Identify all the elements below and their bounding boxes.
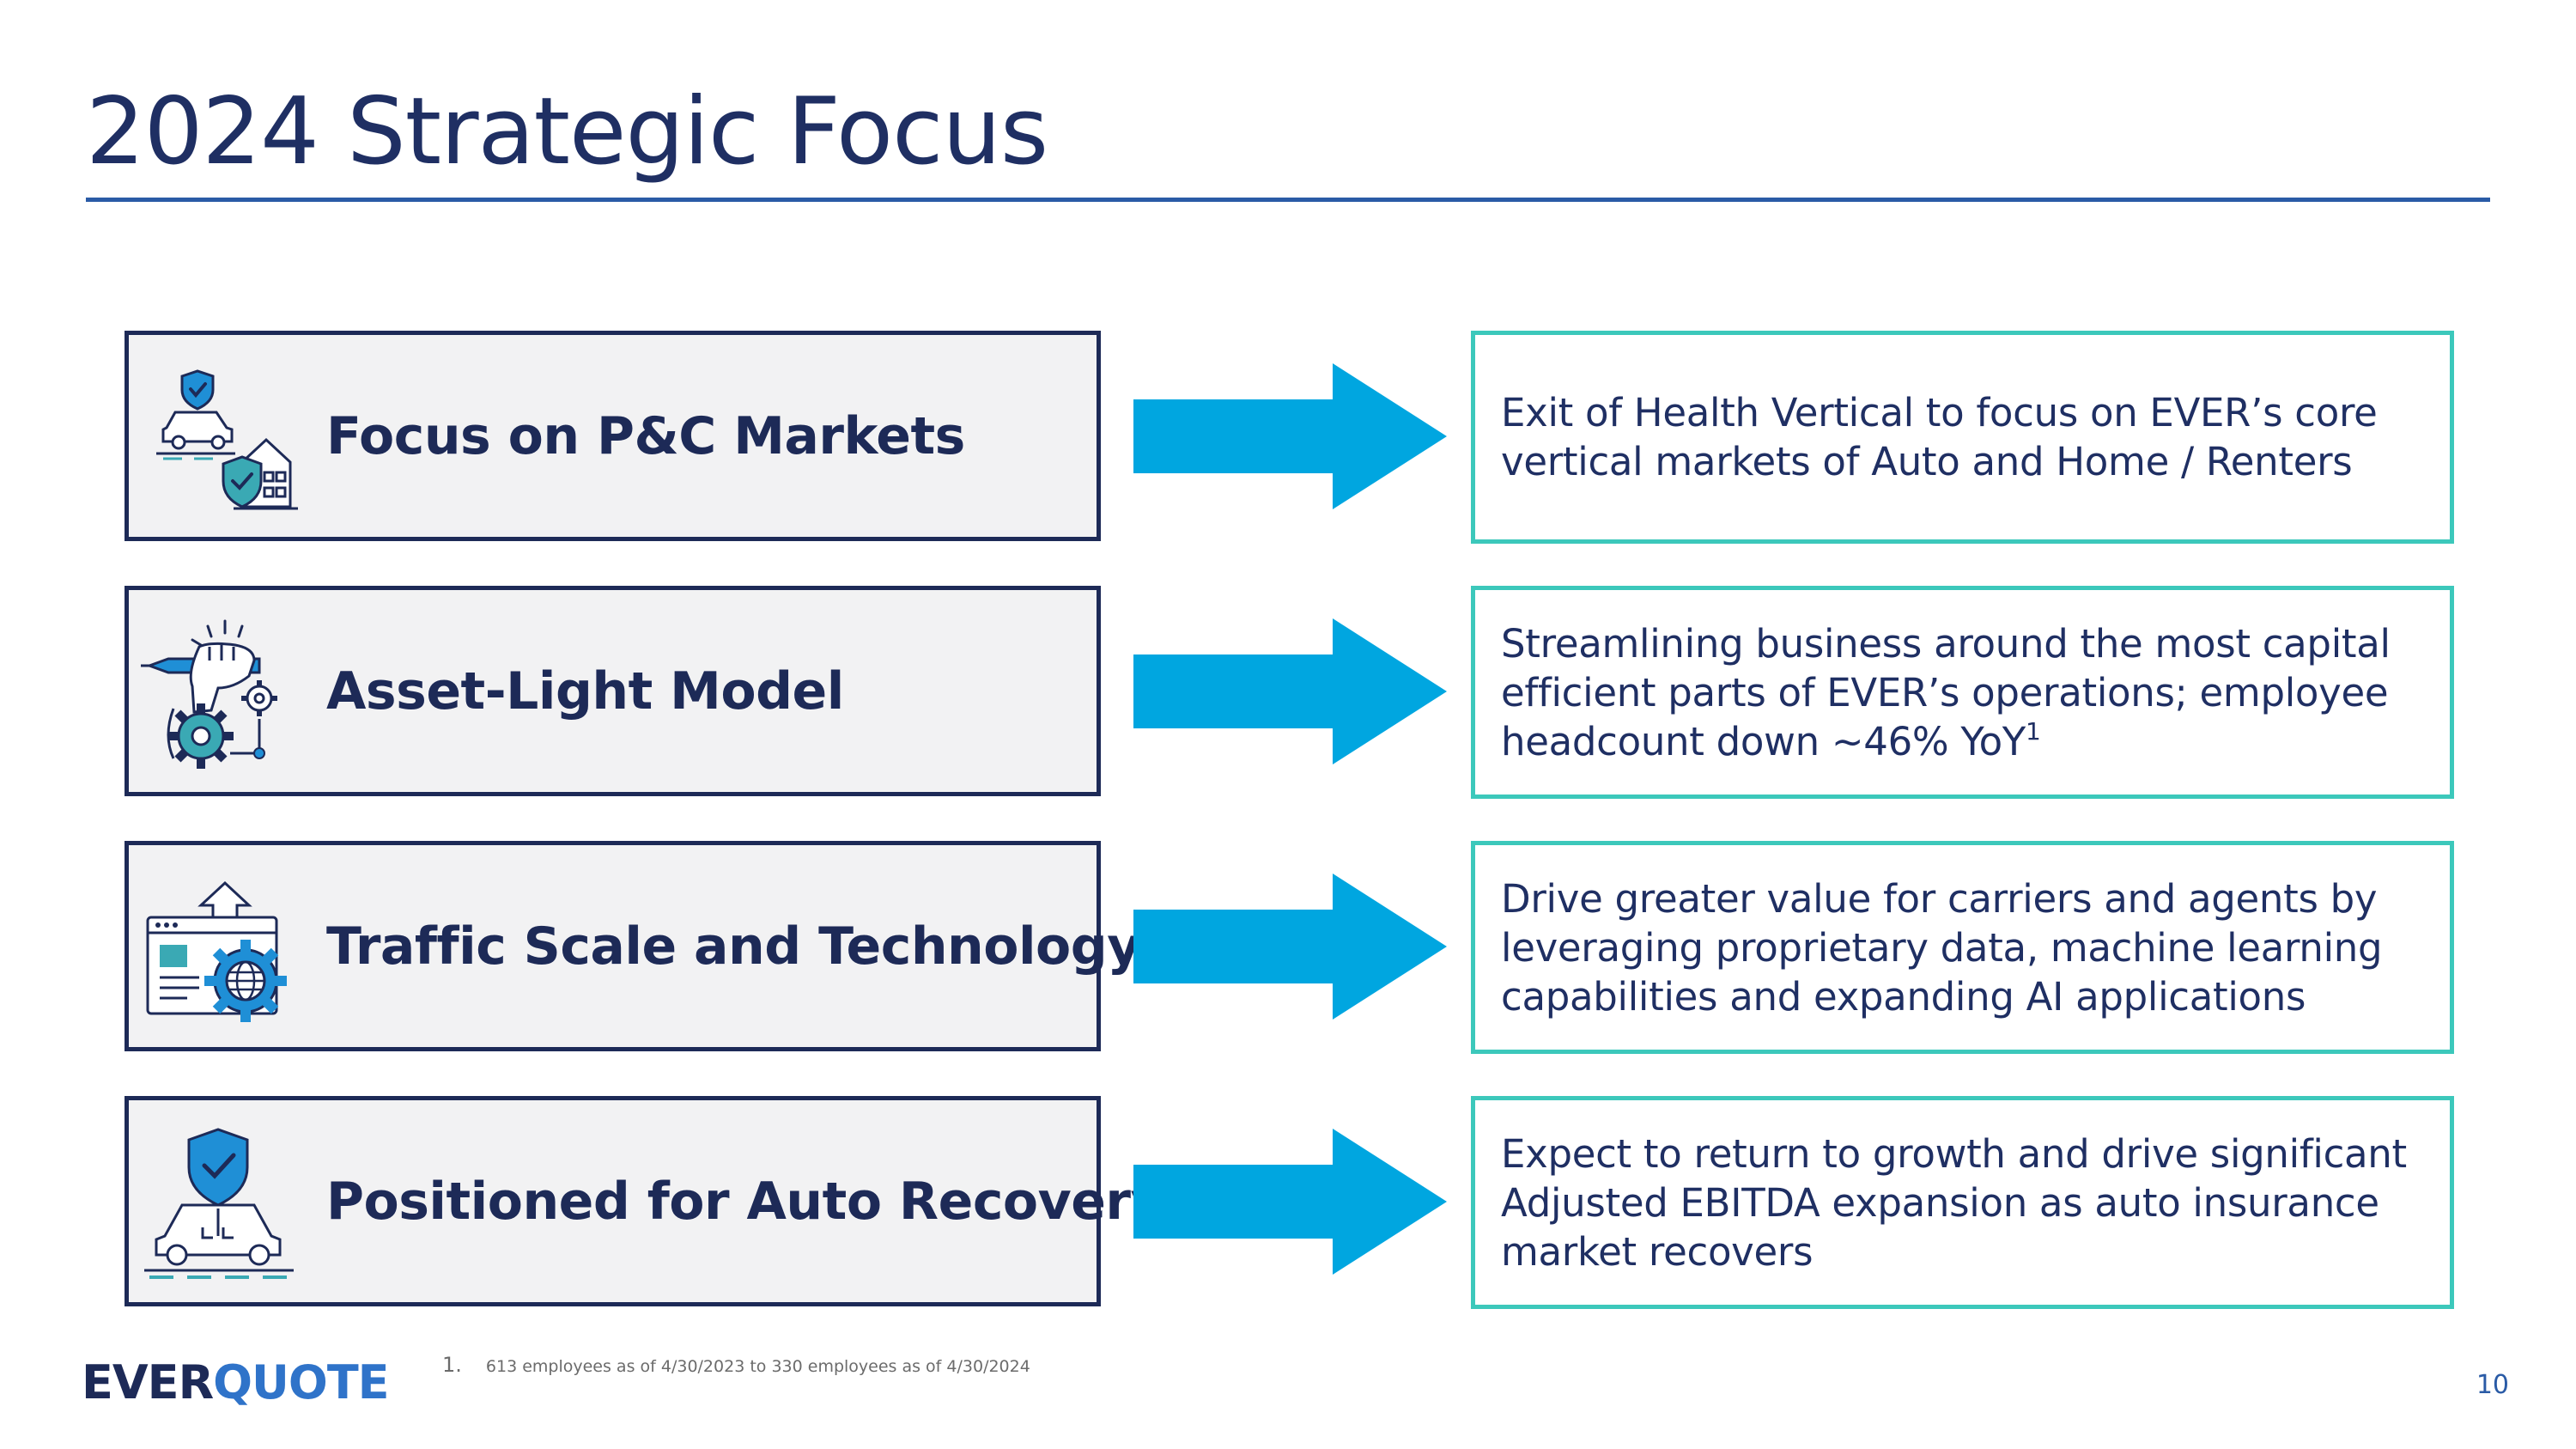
everquote-logo: EVERQUOTE: [82, 1355, 390, 1409]
page-title: 2024 Strategic Focus: [86, 78, 1048, 186]
description-box: Exit of Health Vertical to focus on EVER…: [1471, 331, 2454, 544]
footnote-text: 613 employees as of 4/30/2023 to 330 emp…: [485, 1357, 1030, 1376]
right-arrow-icon: [1133, 618, 1447, 764]
description-box: Expect to return to growth and drive sig…: [1471, 1096, 2454, 1309]
footnote-number: 1.: [442, 1353, 462, 1377]
pillar-label: Traffic Scale and Technology: [326, 916, 1140, 977]
logo-part-ever: EVER: [82, 1355, 214, 1409]
pillar-box: Asset-Light Model: [125, 586, 1101, 796]
page-number: 10: [2476, 1370, 2509, 1400]
pillar-label: Positioned for Auto Recovery: [326, 1171, 1164, 1232]
strategy-row-4: Positioned for Auto Recovery Expect to r…: [0, 1096, 2576, 1311]
hand-pen-gears-icon: [141, 619, 277, 769]
footnote-marker: 1: [2026, 716, 2041, 746]
footnote: 1. 613 employees as of 4/30/2023 to 330 e…: [442, 1353, 1030, 1377]
pillar-box: Traffic Scale and Technology: [125, 841, 1140, 1051]
pillar-label: Asset-Light Model: [326, 661, 844, 721]
car-shield-road-icon: [144, 1128, 294, 1279]
right-arrow-icon: [1133, 1129, 1447, 1275]
description-text: Streamlining business around the most ca…: [1501, 620, 2391, 764]
description-text: Drive greater value for carriers and age…: [1501, 875, 2383, 1020]
pillar-label: Focus on P&C Markets: [326, 405, 965, 466]
right-arrow-icon: [1133, 874, 1447, 1020]
description-text: Expect to return to growth and drive sig…: [1501, 1130, 2407, 1275]
logo-part-quote: QUOTE: [213, 1355, 389, 1409]
car-home-shield-icon: [156, 369, 298, 510]
strategy-row-2: Asset-Light Model Streamlining business …: [0, 586, 2576, 801]
description-box: Streamlining business around the most ca…: [1471, 586, 2454, 799]
strategy-row-3: Traffic Scale and Technology Drive great…: [0, 841, 2576, 1056]
browser-globe-gear-icon: [146, 880, 287, 1022]
pillar-box: Focus on P&C Markets: [125, 331, 1101, 541]
description-box: Drive greater value for carriers and age…: [1471, 841, 2454, 1054]
description-text: Exit of Health Vertical to focus on EVER…: [1501, 390, 2378, 484]
strategy-row-1: Focus on P&C Markets Exit of Health Vert…: [0, 331, 2576, 545]
pillar-box: Positioned for Auto Recovery: [125, 1096, 1164, 1306]
right-arrow-icon: [1133, 363, 1447, 509]
title-divider: [86, 198, 2490, 202]
